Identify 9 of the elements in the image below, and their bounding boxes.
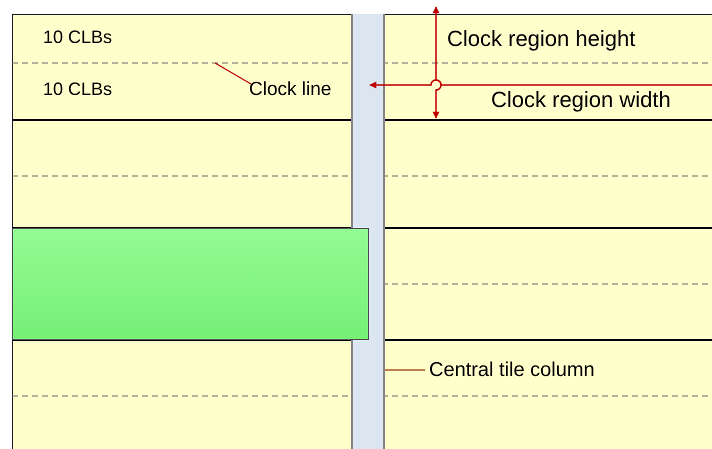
annotation-label: Clock region width bbox=[491, 89, 671, 111]
leader-line bbox=[214, 62, 252, 85]
annotation-label: 10 CLBs bbox=[43, 28, 112, 46]
leader-line bbox=[385, 369, 425, 371]
callout-label: Central tile column bbox=[429, 360, 595, 380]
annotation-label: Clock region height bbox=[447, 28, 636, 50]
annotation-label: 10 CLBs bbox=[43, 80, 112, 98]
callout-label: Clock line bbox=[249, 80, 332, 99]
region-block bbox=[12, 228, 369, 340]
